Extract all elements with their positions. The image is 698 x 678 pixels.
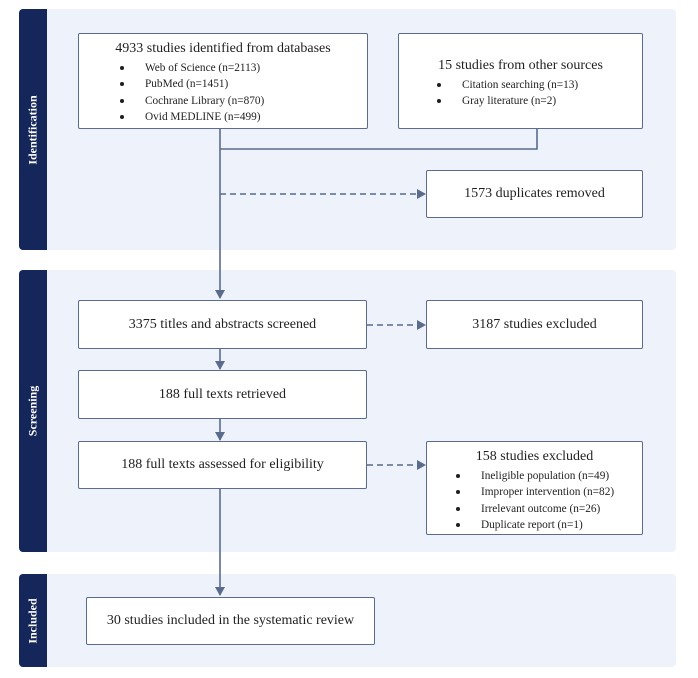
databases-list: Web of Science (n=2113) PubMed (n=1451) … [120,60,367,125]
excluded-titles-text: 3187 studies excluded [472,316,597,332]
included-box: 30 studies included in the systematic re… [86,597,375,645]
database-item: Ovid MEDLINE (n=499) [120,109,367,125]
duplicates-removed-box: 1573 duplicates removed [426,170,643,218]
excluded-full-box: 158 studies excluded Ineligible populati… [426,441,643,535]
databases-box: 4933 studies identified from databases W… [78,33,368,129]
exclusion-reason-item: Duplicate report (n=1) [456,517,642,533]
exclusion-reason-item: Irrelevant outcome (n=26) [456,501,642,517]
titles-screened-box: 3375 titles and abstracts screened [78,300,367,349]
excluded-full-title: 158 studies excluded [475,449,594,464]
other-source-item: Citation searching (n=13) [437,77,642,93]
database-item: Cochrane Library (n=870) [120,93,367,109]
titles-screened-text: 3375 titles and abstracts screened [128,316,317,332]
assessed-box: 188 full texts assessed for eligibility [78,441,367,489]
excluded-full-list: Ineligible population (n=49) Improper in… [456,468,642,533]
other-sources-list: Citation searching (n=13) Gray literatur… [437,77,642,110]
exclusion-reason-item: Improper intervention (n=82) [456,484,642,500]
connector-other-sources-merge [220,129,538,150]
exclusion-reason-item: Ineligible population (n=49) [456,468,642,484]
duplicates-removed-text: 1573 duplicates removed [464,186,605,201]
excluded-titles-box: 3187 studies excluded [426,300,643,349]
identification-sidebar: Identification [19,9,47,250]
database-item: Web of Science (n=2113) [120,60,367,76]
retrieved-text: 188 full texts retrieved [158,386,287,402]
included-text: 30 studies included in the systematic re… [106,613,355,628]
included-sidebar: Included [19,574,47,667]
assessed-text: 188 full texts assessed for eligibility [121,457,324,472]
screening-sidebar: Screening [19,270,47,552]
other-sources-box: 15 studies from other sources Citation s… [398,33,643,129]
retrieved-box: 188 full texts retrieved [78,370,367,419]
other-source-item: Gray literature (n=2) [437,93,642,109]
databases-title: 4933 studies identified from databases [115,41,331,56]
database-item: PubMed (n=1451) [120,76,367,92]
other-sources-title: 15 studies from other sources [438,58,603,73]
